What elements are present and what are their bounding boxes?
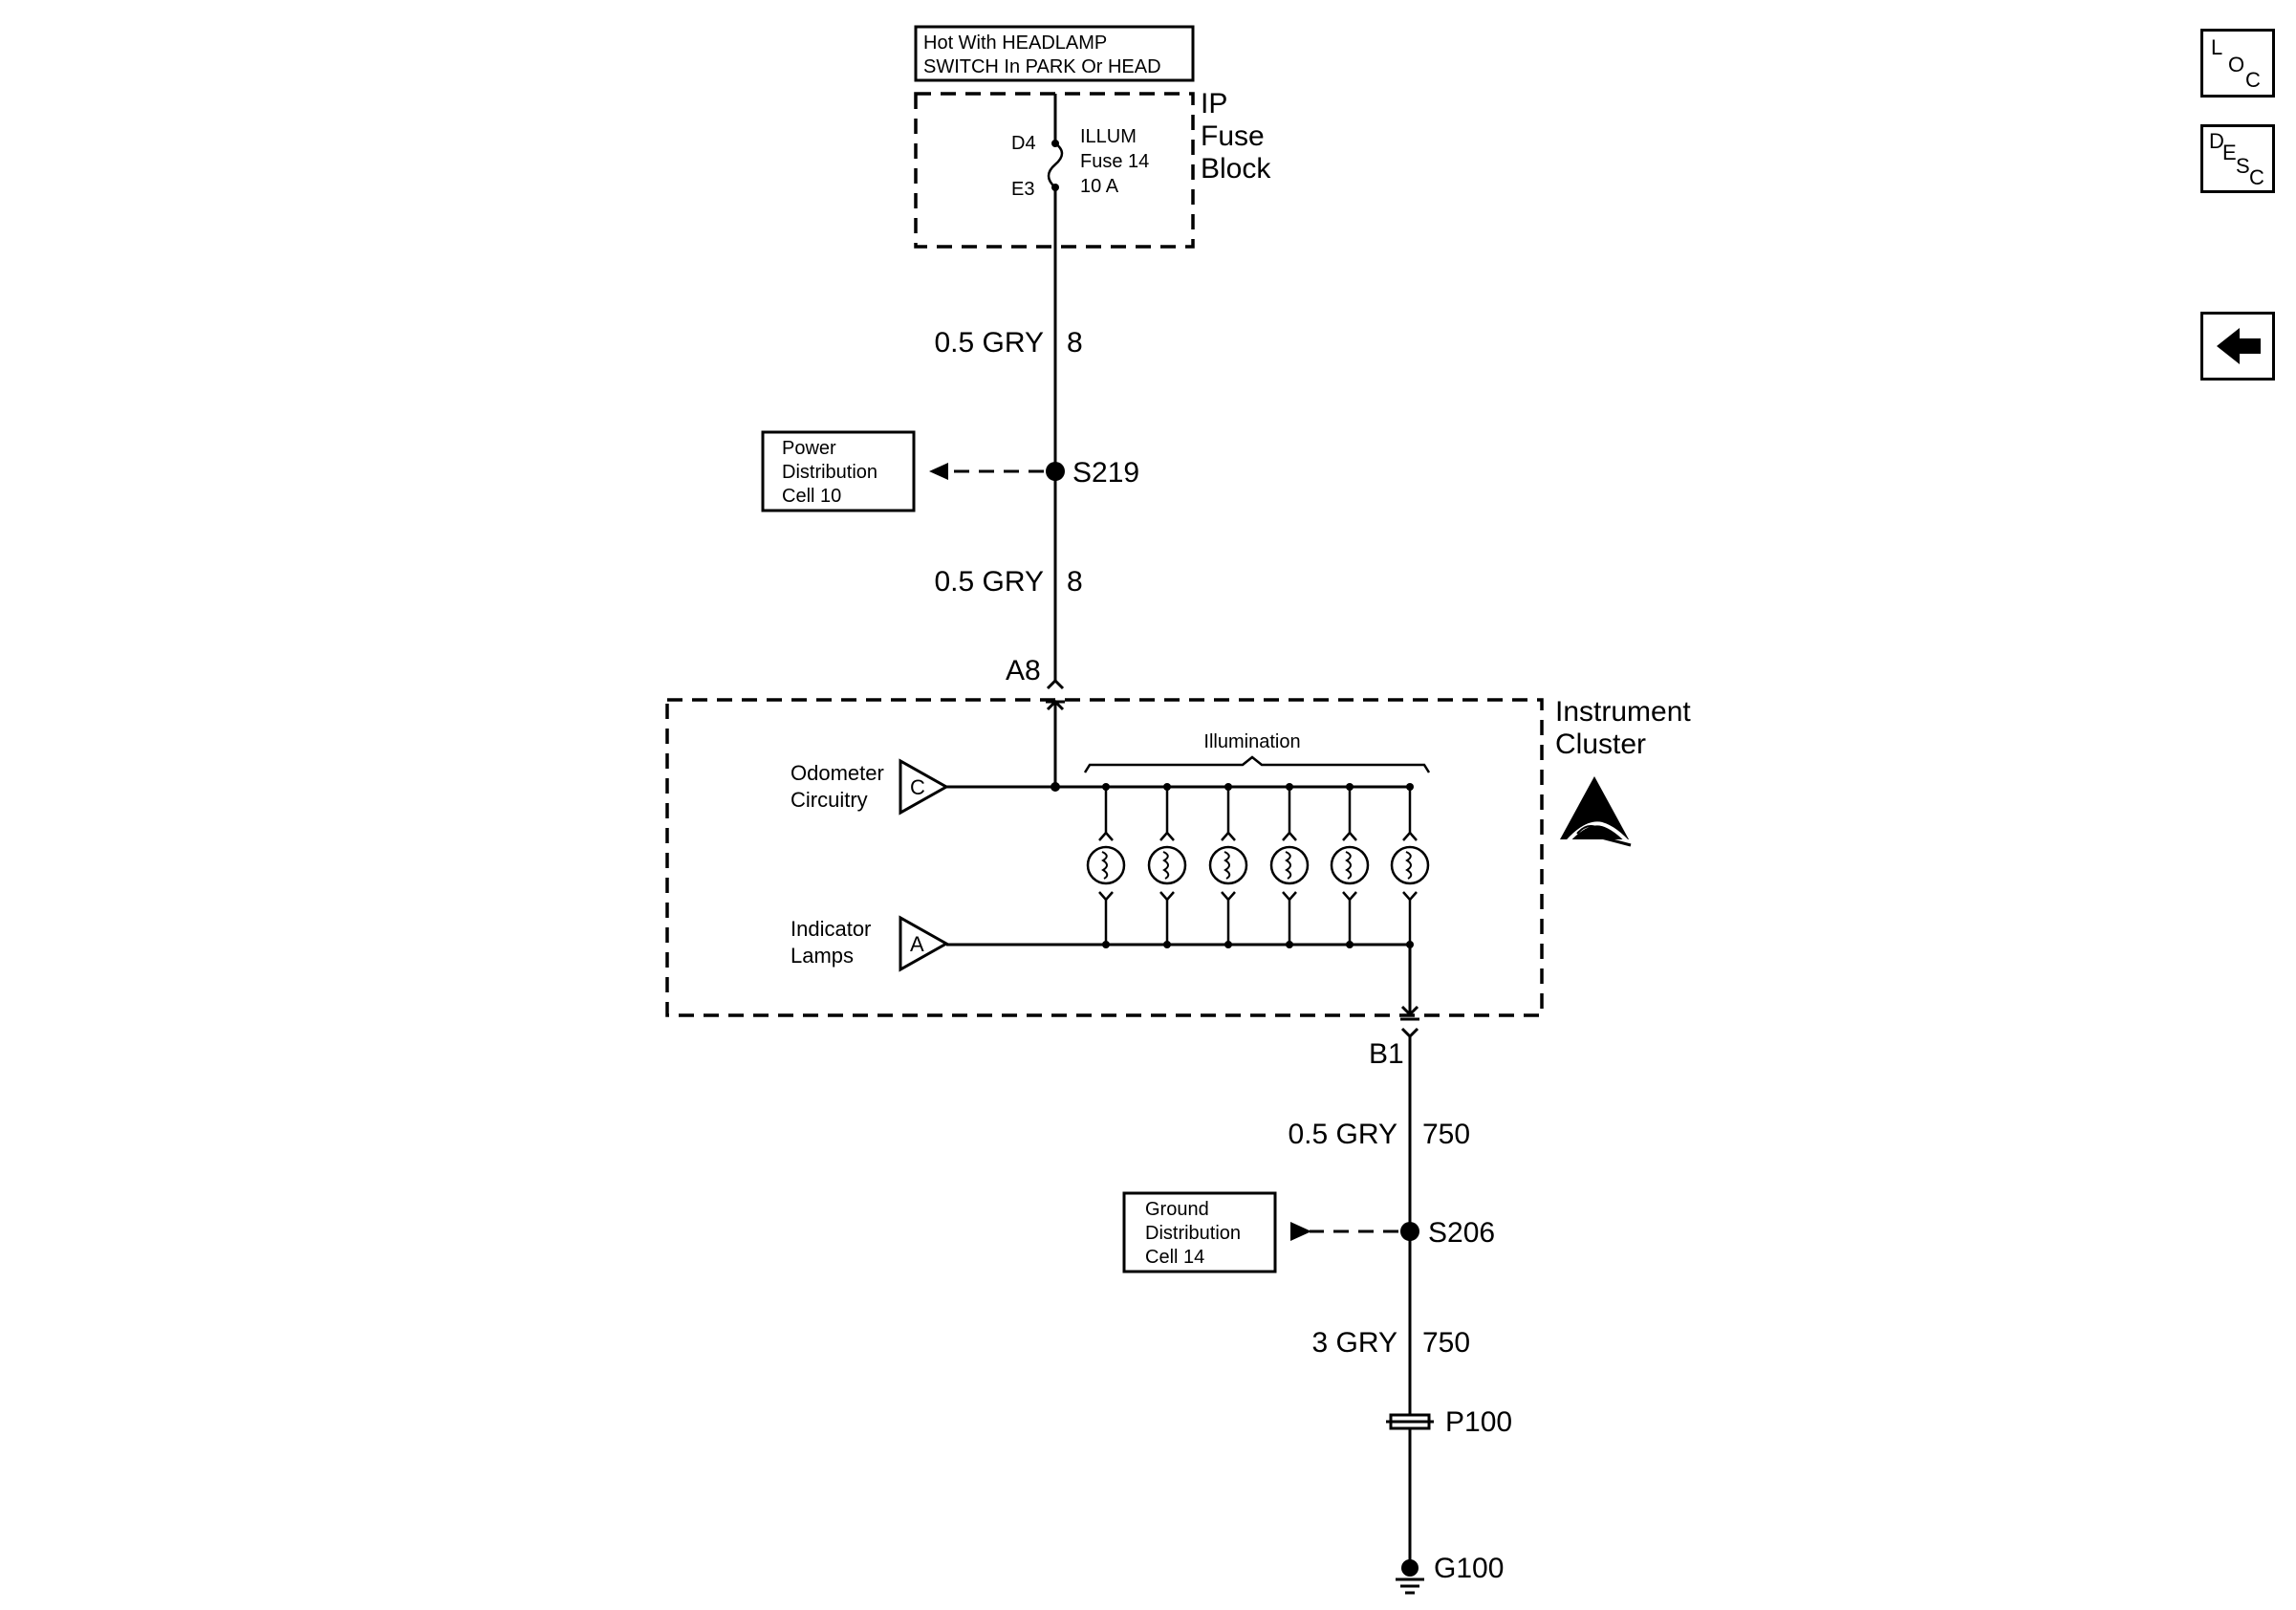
bulb-icon bbox=[1390, 781, 1430, 950]
svg-text:Block: Block bbox=[1201, 153, 1271, 185]
illumination-brace: Illumination bbox=[1083, 731, 1431, 773]
loc-button[interactable]: L O C bbox=[2200, 29, 2275, 98]
svg-text:750: 750 bbox=[1422, 1327, 1470, 1359]
splice-s219: S219 bbox=[929, 457, 1139, 489]
ip-fuse-block: IP Fuse Block D4 E3 ILLUM Fuse 14 10 A bbox=[914, 88, 1271, 249]
esd-warning-icon bbox=[1560, 776, 1633, 847]
svg-text:Indicator: Indicator bbox=[791, 917, 871, 941]
svg-text:Power: Power bbox=[782, 438, 836, 459]
bulb-icon bbox=[1269, 781, 1310, 950]
svg-text:Instrument: Instrument bbox=[1555, 696, 1691, 728]
svg-text:IP: IP bbox=[1201, 88, 1227, 120]
bulb-icon bbox=[1147, 781, 1187, 950]
fuse-terminal-d4: D4 bbox=[1011, 133, 1036, 154]
desc-button[interactable]: D E S C bbox=[2200, 124, 2275, 193]
svg-text:C: C bbox=[910, 775, 925, 799]
left-arrow-icon bbox=[2217, 328, 2261, 364]
svg-text:ILLUM: ILLUM bbox=[1080, 126, 1137, 147]
svg-text:Hot With HEADLAMP: Hot With HEADLAMP bbox=[923, 33, 1107, 54]
svg-text:G100: G100 bbox=[1434, 1553, 1504, 1584]
fuse-element bbox=[1047, 94, 1064, 191]
svg-text:10 A: 10 A bbox=[1080, 176, 1119, 197]
wire-label-2: 0.5 GRY 8 bbox=[934, 566, 1082, 598]
svg-text:750: 750 bbox=[1422, 1119, 1470, 1150]
svg-text:SWITCH In PARK Or HEAD: SWITCH In PARK Or HEAD bbox=[923, 56, 1161, 77]
svg-text:Illumination: Illumination bbox=[1203, 731, 1300, 752]
svg-text:A: A bbox=[910, 932, 924, 956]
power-distribution-ref[interactable]: Power Distribution Cell 10 bbox=[761, 430, 916, 512]
svg-text:P100: P100 bbox=[1445, 1406, 1512, 1438]
ground-g100: G100 bbox=[1396, 1553, 1504, 1595]
svg-text:Lamps: Lamps bbox=[791, 944, 854, 968]
svg-text:Odometer: Odometer bbox=[791, 761, 884, 785]
connector-b1: B1 bbox=[1369, 1005, 1419, 1070]
svg-text:Circuitry: Circuitry bbox=[791, 788, 868, 812]
bulb-icon bbox=[1330, 781, 1370, 950]
bulb-icon bbox=[1208, 781, 1248, 950]
svg-text:0.5 GRY: 0.5 GRY bbox=[1288, 1119, 1397, 1150]
bulb-icon bbox=[1086, 781, 1126, 950]
svg-text:Ground: Ground bbox=[1145, 1199, 1209, 1220]
svg-text:Distribution: Distribution bbox=[782, 462, 877, 483]
svg-text:Fuse: Fuse bbox=[1201, 120, 1265, 152]
ground-distribution-ref[interactable]: Ground Distribution Cell 14 bbox=[1122, 1191, 1277, 1273]
wire-label-1: 0.5 GRY 8 bbox=[934, 327, 1082, 359]
svg-text:8: 8 bbox=[1067, 566, 1083, 598]
svg-text:A8: A8 bbox=[1006, 655, 1041, 686]
svg-text:B1: B1 bbox=[1369, 1038, 1404, 1070]
svg-text:S206: S206 bbox=[1428, 1217, 1495, 1249]
svg-text:Cell 14: Cell 14 bbox=[1145, 1247, 1204, 1268]
svg-text:S219: S219 bbox=[1072, 457, 1139, 489]
svg-text:Distribution: Distribution bbox=[1145, 1223, 1241, 1244]
svg-text:0.5 GRY: 0.5 GRY bbox=[934, 327, 1044, 359]
svg-text:Cluster: Cluster bbox=[1555, 729, 1646, 760]
svg-text:8: 8 bbox=[1067, 327, 1083, 359]
connector-a8: A8 bbox=[1006, 655, 1065, 786]
svg-text:Cell 10: Cell 10 bbox=[782, 486, 841, 507]
svg-text:Fuse 14: Fuse 14 bbox=[1080, 151, 1149, 172]
back-button[interactable] bbox=[2200, 312, 2275, 381]
splice-s206: S206 bbox=[1290, 1217, 1495, 1249]
passthrough-p100: P100 bbox=[1386, 1406, 1512, 1438]
svg-text:0.5 GRY: 0.5 GRY bbox=[934, 566, 1044, 598]
odometer-circuitry: Odometer Circuitry C bbox=[791, 758, 950, 816]
wire-label-3: 0.5 GRY 750 bbox=[1288, 1119, 1470, 1150]
power-source-label: Hot With HEADLAMP SWITCH In PARK Or HEAD bbox=[914, 25, 1195, 82]
illumination-lamps bbox=[1086, 781, 1430, 950]
wire-label-4: 3 GRY 750 bbox=[1312, 1327, 1471, 1359]
instrument-cluster: Instrument Cluster bbox=[665, 696, 1691, 1017]
indicator-lamps: Indicator Lamps A bbox=[791, 915, 950, 972]
fuse-terminal-e3: E3 bbox=[1011, 179, 1034, 200]
svg-text:3 GRY: 3 GRY bbox=[1312, 1327, 1398, 1359]
